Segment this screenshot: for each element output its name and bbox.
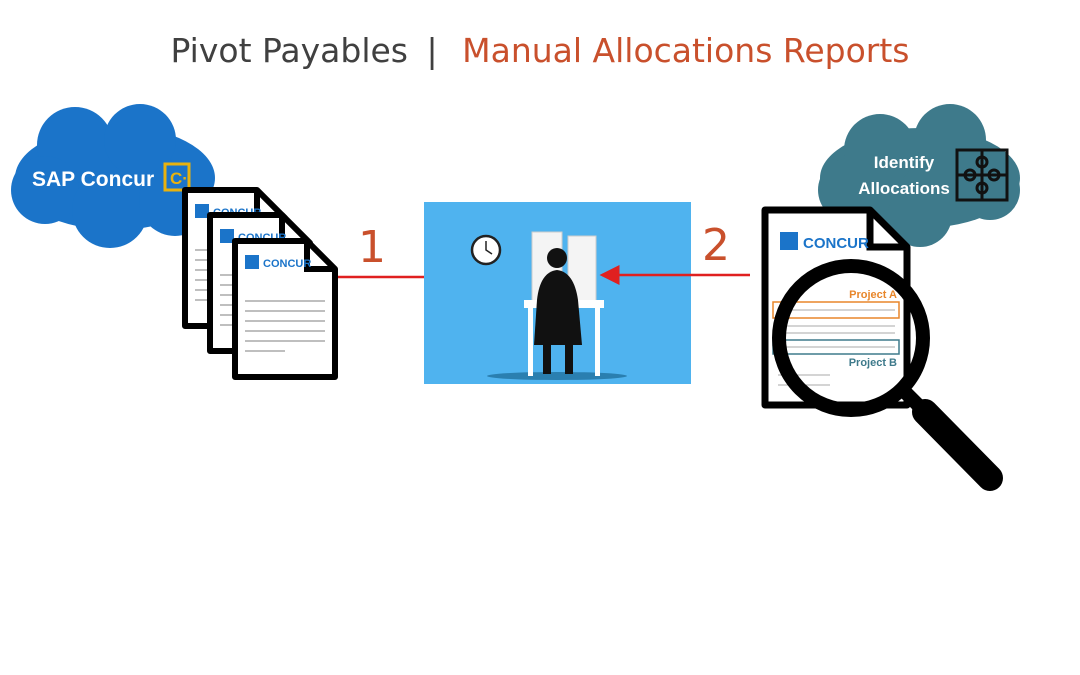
- step-2-label: 2: [702, 220, 730, 271]
- step-1-label: 1: [358, 222, 386, 273]
- title-right: Manual Allocations Reports: [462, 31, 909, 70]
- project-b-label: Project B: [849, 357, 897, 369]
- identify-allocations-cloud: Identify Allocations: [818, 104, 1020, 247]
- worker-at-desk-scene: [424, 202, 691, 384]
- sap-concur-label: SAP Concur: [32, 168, 154, 191]
- concur-document-stack: CONCUR CONCUR CONCUR: [185, 190, 335, 377]
- project-a-label: Project A: [849, 289, 897, 301]
- page-title: Pivot Payables | Manual Allocations Repo…: [171, 31, 910, 70]
- allocations-label: Allocations: [858, 179, 950, 198]
- identify-label: Identify: [874, 153, 935, 172]
- clock-icon: [470, 234, 502, 266]
- concur-report-document: CONCUR Project A Project B: [761, 206, 911, 409]
- sap-concur-cloud: SAP Concur C·: [11, 104, 215, 248]
- title-separator: |: [427, 31, 438, 70]
- report-logo: CONCUR: [803, 235, 869, 252]
- title-left: Pivot Payables: [171, 31, 409, 70]
- doc-logo: CONCUR: [263, 258, 311, 270]
- concur-logo-text: C·: [170, 169, 188, 188]
- magnifying-glass-icon: [772, 259, 1003, 491]
- document: CONCUR: [235, 241, 335, 377]
- project-a-highlight: [772, 301, 900, 319]
- concur-logo-icon: [163, 162, 191, 192]
- puzzle-icon: [955, 148, 1009, 202]
